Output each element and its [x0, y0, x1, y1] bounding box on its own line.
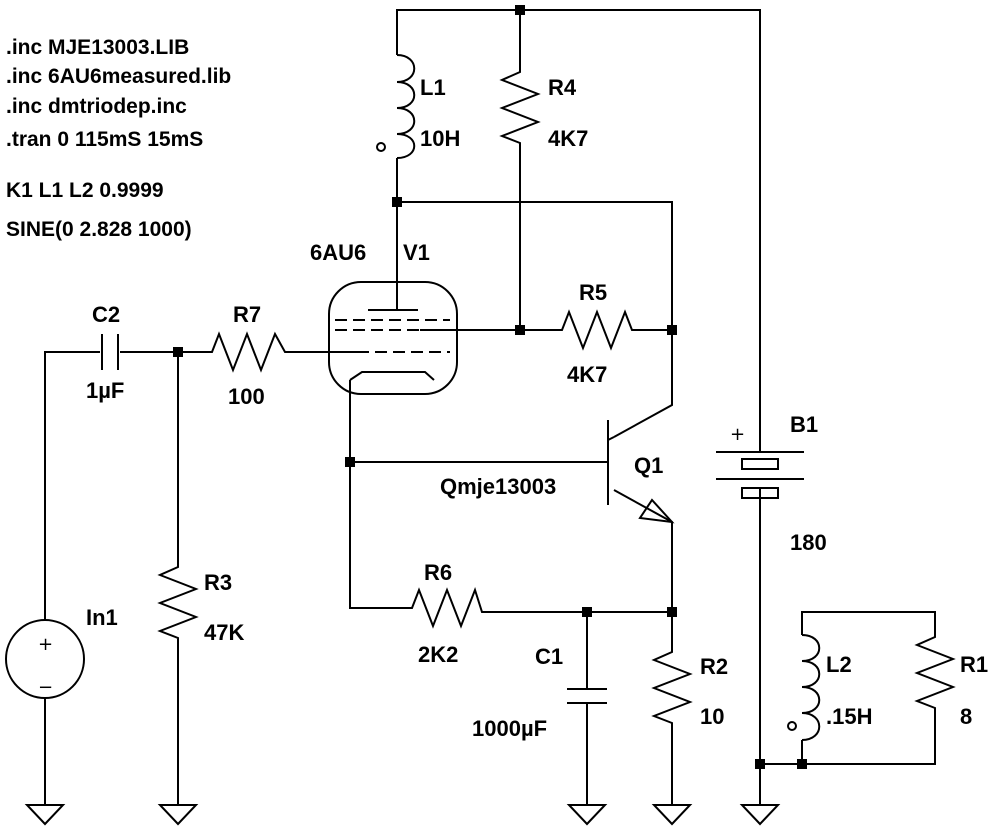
- battery-b1[interactable]: + B1 180: [716, 412, 827, 555]
- c2-name: C2: [92, 302, 120, 327]
- inductor-l2-polarity-dot: [787, 721, 797, 731]
- ground-r2: [651, 804, 693, 826]
- wire-l2-top: [801, 611, 936, 635]
- resistor-r2-zigzag: [651, 645, 693, 730]
- transistor-q1[interactable]: Q1 Qmje13003: [440, 420, 675, 524]
- junction-top-r4: [515, 5, 525, 15]
- junctions: [173, 5, 807, 769]
- c1-name: C1: [535, 644, 563, 669]
- resistor-r2[interactable]: R2 10: [651, 645, 728, 730]
- l2-name: L2: [826, 652, 852, 677]
- q1-name: Q1: [634, 453, 663, 478]
- r6-name: R6: [424, 560, 452, 585]
- transistor-q1-collector: [607, 436, 615, 441]
- r2-value: 10: [700, 704, 724, 729]
- b1-value: 180: [790, 530, 827, 555]
- resistor-r3-zigzag: [157, 560, 199, 642]
- source-in1[interactable]: + − In1: [5, 605, 118, 699]
- r7-value: 100: [228, 384, 265, 409]
- tube-v1-envelope: [328, 281, 458, 395]
- transistor-q1-emitter-arrow: [638, 498, 675, 524]
- r4-name: R4: [548, 75, 577, 100]
- r5-value: 4K7: [567, 362, 607, 387]
- directive-tran[interactable]: .tran 0 115mS 15mS: [6, 128, 203, 151]
- r2-name: R2: [700, 654, 728, 679]
- inductor-l2[interactable]: L2 .15H: [787, 634, 872, 741]
- l2-value: .15H: [826, 704, 872, 729]
- ground-r3: [157, 804, 199, 826]
- capacitor-c2[interactable]: C2 1µF: [86, 302, 124, 403]
- resistor-r1-zigzag: [914, 630, 956, 738]
- inductor-l1-polarity-dot: [376, 142, 386, 152]
- resistor-r7-zigzag: [205, 331, 292, 373]
- ground-in1: [24, 804, 66, 826]
- battery-b1-plate-4: [741, 487, 779, 499]
- q1-model: Qmje13003: [440, 474, 556, 499]
- directive-sine-source[interactable]: SINE(0 2.828 1000): [6, 218, 192, 241]
- resistor-r7[interactable]: R7 100: [205, 302, 292, 409]
- in1-minus-sign: −: [38, 677, 53, 698]
- r3-name: R3: [204, 570, 232, 595]
- resistor-r6-zigzag: [405, 586, 490, 629]
- grounds: [24, 804, 781, 826]
- resistor-r4[interactable]: R4 4K7: [499, 65, 588, 151]
- directive-inc-6au6[interactable]: .inc 6AU6measured.lib: [6, 65, 231, 88]
- r6-value: 2K2: [418, 642, 458, 667]
- r4-value: 4K7: [548, 126, 588, 151]
- resistor-r5-zigzag: [555, 309, 640, 351]
- resistor-r5[interactable]: R5 4K7: [555, 280, 640, 387]
- resistor-r1[interactable]: R1 8: [914, 630, 988, 738]
- spice-directives: .inc MJE13003.LIB .inc 6AU6measured.lib …: [6, 36, 231, 241]
- resistor-r4-zigzag: [499, 65, 541, 150]
- source-in1-circle: [5, 619, 85, 699]
- wire-input-left: [44, 351, 100, 620]
- wire-l2-bottom: [801, 738, 936, 765]
- resistor-r3[interactable]: R3 47K: [157, 560, 244, 645]
- directive-coupling[interactable]: K1 L1 L2 0.9999: [6, 179, 164, 202]
- inductor-l1[interactable]: L1 10H: [376, 54, 460, 159]
- v1-model: 6AU6: [310, 240, 366, 265]
- battery-b1-plate-2: [741, 458, 779, 470]
- inductor-l1-coil: [396, 54, 416, 159]
- junction-screen: [515, 325, 525, 335]
- tube-v1[interactable]: 6AU6 V1: [310, 240, 458, 395]
- tube-v1-cathode: [349, 371, 435, 381]
- r7-name: R7: [233, 302, 261, 327]
- directive-inc-mje[interactable]: .inc MJE13003.LIB: [6, 36, 189, 59]
- junction-l2-bottom: [797, 759, 807, 769]
- in1-name: In1: [86, 605, 118, 630]
- junction-cathode-base: [345, 457, 355, 467]
- in1-plus-sign: +: [38, 634, 53, 655]
- ground-b1: [739, 804, 781, 826]
- r1-value: 8: [960, 704, 972, 729]
- wire-plate-to-collector: [397, 201, 673, 438]
- c2-value: 1µF: [86, 378, 124, 403]
- wire-top-rail: [396, 9, 761, 430]
- junction-b1-bottom: [755, 759, 765, 769]
- junction-plate: [392, 197, 402, 207]
- r1-name: R1: [960, 652, 988, 677]
- l1-value: 10H: [420, 126, 460, 151]
- junction-r5-collector: [667, 325, 677, 335]
- directive-inc-triode[interactable]: .inc dmtriodep.inc: [6, 95, 187, 118]
- c1-value: 1000µF: [472, 716, 547, 741]
- r5-name: R5: [579, 280, 607, 305]
- l1-name: L1: [420, 75, 446, 100]
- resistor-r6[interactable]: R6 2K2: [405, 560, 490, 667]
- junction-grid-input: [173, 347, 183, 357]
- junction-emitter-out: [667, 607, 677, 617]
- r3-value: 47K: [204, 620, 244, 645]
- inductor-l2-coil: [801, 634, 821, 741]
- v1-name: V1: [403, 240, 430, 265]
- ground-c1: [566, 804, 608, 826]
- b1-plus-sign: +: [730, 424, 745, 445]
- wire-cathode: [349, 380, 405, 609]
- junction-c1-top: [582, 607, 592, 617]
- capacitor-c1[interactable]: C1 1000µF: [472, 644, 607, 741]
- b1-name: B1: [790, 412, 818, 437]
